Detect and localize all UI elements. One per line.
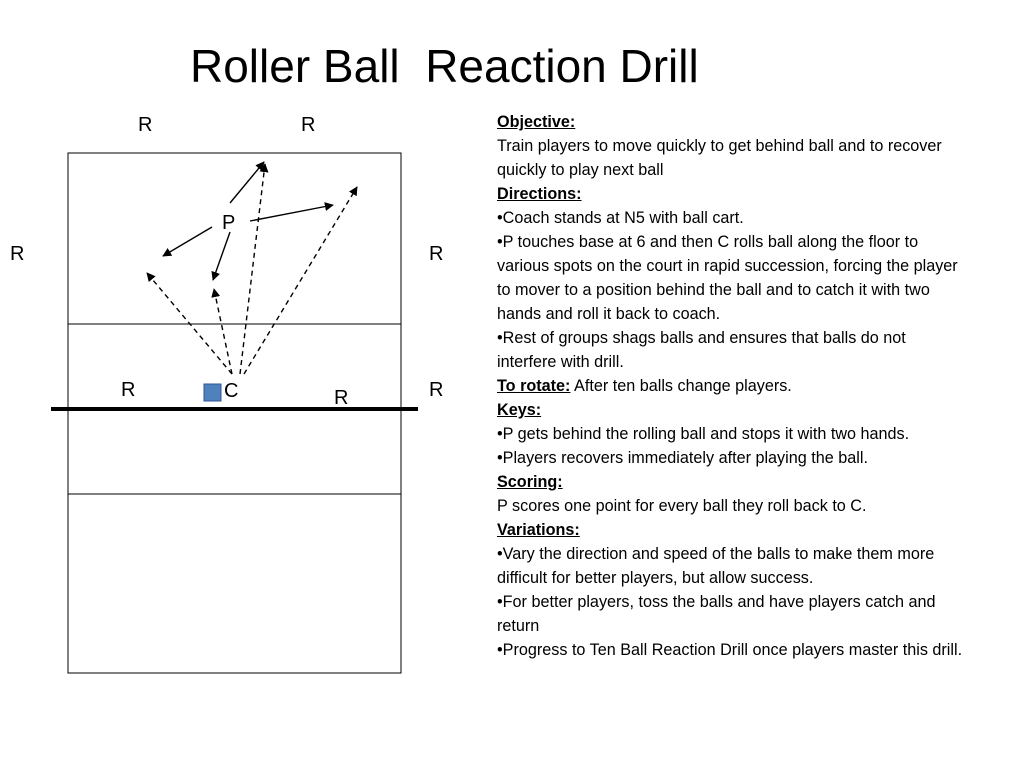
scoring-heading: Scoring: [497,473,563,491]
rotation-label: R [429,379,443,401]
rotation-label: R [10,243,24,265]
objective-heading: Objective: [497,113,576,131]
player-move-down [211,231,231,281]
variations-item: •Progress to Ten Ball Reaction Drill onc… [497,641,963,659]
roll-path-left [146,272,233,375]
directions-item: •Coach stands at N5 with ball cart. [497,209,744,227]
court-outline [67,152,402,674]
player-move-right [249,202,334,222]
page-title: Roller Ball Reaction Drill [190,40,699,92]
rotation-label: R [121,379,135,401]
keys-heading: Keys: [497,401,542,419]
roll-path-center [239,163,269,375]
variations-item: •For better players, toss the balls and … [497,593,936,635]
rotate-text: After ten balls change players. [570,377,792,395]
drill-description-panel: Objective: Train players to move quickly… [497,110,967,662]
rotation-label: R [138,114,152,136]
variations-item: •Vary the direction and speed of the bal… [497,545,935,587]
objective-text: Train players to move quickly to get beh… [497,137,942,179]
keys-item: •Players recovers immediately after play… [497,449,868,467]
roll-path-right [243,186,358,375]
directions-heading: Directions: [497,185,582,203]
rotate-heading: To rotate: [497,377,571,395]
player-label: P [222,212,235,234]
roll-path-center-left [211,288,233,375]
rotation-label: R [334,387,348,409]
scoring-text: P scores one point for every ball they r… [497,497,867,515]
directions-item: •P touches base at 6 and then C rolls ba… [497,233,958,323]
coach-ball-cart [203,383,222,402]
coach-label: C [224,380,238,402]
keys-item: •P gets behind the rolling ball and stop… [497,425,910,443]
variations-heading: Variations: [497,521,580,539]
rotation-label: R [301,114,315,136]
player-move-left [162,226,213,257]
player-move-up [229,161,265,204]
directions-item: •Rest of groups shags balls and ensures … [497,329,906,371]
rotation-label: R [429,243,443,265]
